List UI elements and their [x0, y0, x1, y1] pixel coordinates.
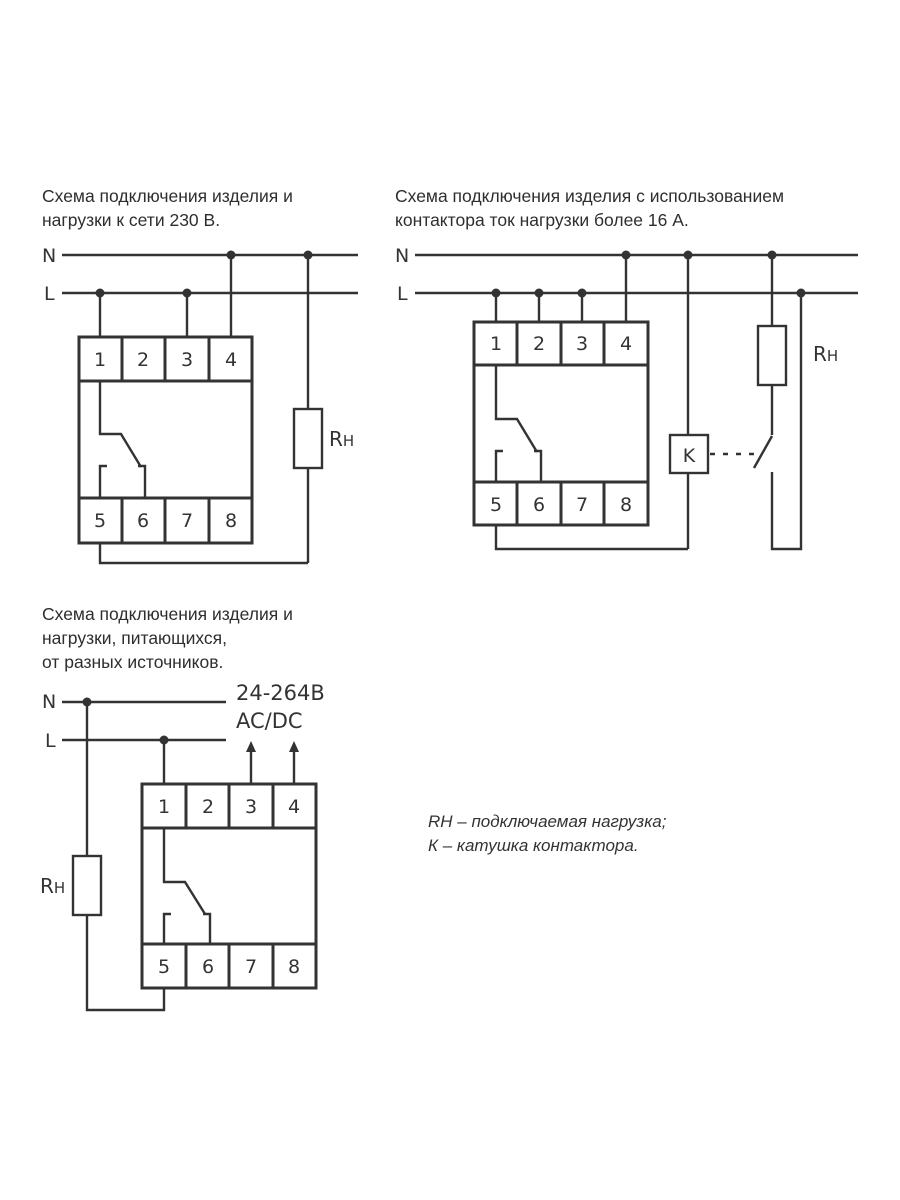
- diagram3-load-label: RH: [40, 874, 65, 898]
- diagram1-load-label: RH: [329, 427, 354, 451]
- diagram1-terminal-5: 5: [94, 510, 106, 532]
- diagram3-n-label: N: [42, 691, 56, 713]
- diagram1-terminal-6: 6: [137, 510, 149, 532]
- diagram2-terminal-8: 8: [620, 494, 632, 516]
- diagram3-supply-type: AC/DC: [236, 709, 303, 733]
- diagram3-terminal-2: 2: [202, 796, 214, 818]
- diagram2-load-resistor: [756, 324, 788, 387]
- diagram1-terminal-3: 3: [181, 349, 193, 371]
- diagram1-terminal-8: 8: [225, 510, 237, 532]
- diagram2-terminal-6: 6: [533, 494, 545, 516]
- diagram1-load-resistor: [292, 407, 324, 470]
- diagram1-terminal-2: 2: [137, 349, 149, 371]
- diagram3-supply-arrow: [289, 741, 299, 752]
- diagram2-terminal-4: 4: [620, 333, 632, 355]
- diagram3-terminal-4: 4: [288, 796, 300, 818]
- diagram3-terminal-6: 6: [202, 956, 214, 978]
- diagram1-n-label: N: [42, 245, 56, 267]
- diagram1-l-label: L: [44, 283, 55, 305]
- diagram1: N L 1 2 3 4 5 6 7 8: [42, 245, 358, 565]
- diagram2-coil-label: K: [683, 445, 696, 467]
- diagram2-terminal-5: 5: [490, 494, 502, 516]
- diagram2-n-label: N: [395, 245, 409, 267]
- diagram1-relay-contact: [98, 381, 143, 468]
- diagram1-terminal-4: 4: [225, 349, 237, 371]
- diagram3-supply-voltage: 24-264B: [236, 681, 325, 705]
- legend: RH – подключаемая нагрузка; К – катушка …: [428, 810, 666, 858]
- diagram3-load-resistor: [71, 854, 103, 917]
- diagram2-l-label: L: [397, 283, 408, 305]
- diagram2-load-label: RH: [813, 342, 838, 366]
- diagram1-terminal-7: 7: [181, 510, 193, 532]
- diagram2-terminal-7: 7: [576, 494, 588, 516]
- legend-load: RH – подключаемая нагрузка;: [428, 812, 667, 831]
- diagram2-terminal-1: 1: [490, 333, 502, 355]
- diagram2-relay-contact: [494, 365, 539, 453]
- diagram3-terminal-8: 8: [288, 956, 300, 978]
- diagram3-terminal-7: 7: [245, 956, 257, 978]
- diagram2-caption: Схема подключения изделия с использовани…: [395, 186, 785, 230]
- diagram3-terminal-3: 3: [245, 796, 257, 818]
- diagram2-terminal-2: 2: [533, 333, 545, 355]
- diagram3-caption: Схема подключения изделия и нагрузки, пи…: [42, 604, 293, 672]
- diagram2-contactor-switch: [752, 435, 774, 469]
- diagram1-caption: Схема подключения изделия и нагрузки к с…: [42, 186, 293, 230]
- diagram3: N L 24-264B AC/DC 1 2 3 4 5 6 7 8: [40, 681, 325, 1012]
- diagram3-terminal-5: 5: [158, 956, 170, 978]
- legend-coil: К – катушка контактора.: [428, 836, 639, 855]
- diagram3-l-label: L: [45, 730, 56, 752]
- diagram1-terminal-1: 1: [94, 349, 106, 371]
- diagram2: N L 1 2 3 4 5 6 7 8: [395, 245, 858, 551]
- diagram3-terminal-1: 1: [158, 796, 170, 818]
- diagram3-supply-arrow: [246, 741, 256, 752]
- diagram3-relay-contact: [162, 828, 207, 915]
- diagram2-terminal-3: 3: [576, 333, 588, 355]
